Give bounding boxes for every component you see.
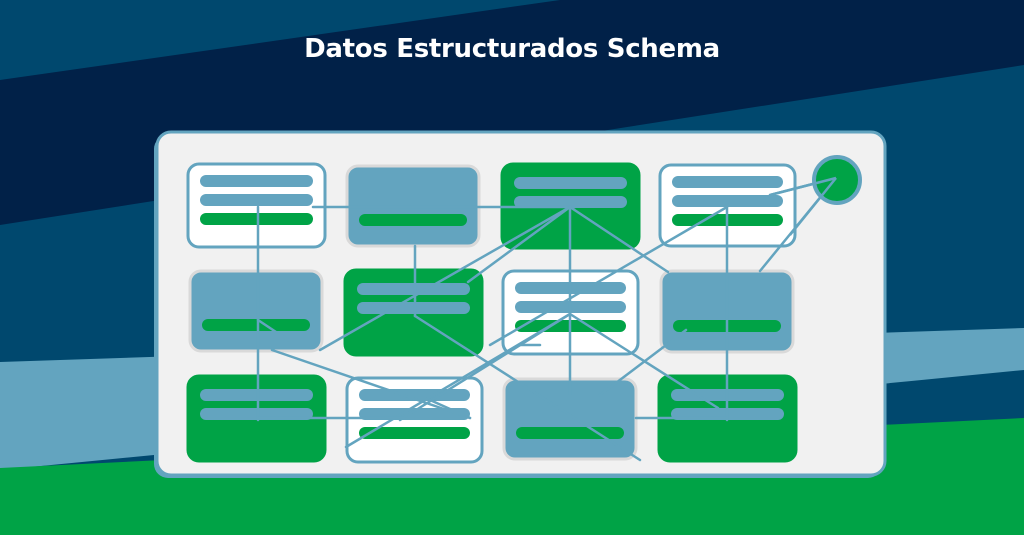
green-field-bar [200, 213, 313, 225]
connector-line [466, 205, 572, 284]
connector-line [769, 176, 837, 197]
connector-line [256, 318, 290, 342]
schema-card-white [186, 162, 327, 249]
blue-field-bar [359, 389, 470, 401]
schema-card-blue [502, 377, 638, 461]
connector-line [428, 398, 472, 420]
blue-field-bar [672, 176, 783, 188]
blue-field-bar [672, 195, 783, 207]
blue-field-bar [514, 177, 627, 189]
blue-field-bar [357, 283, 470, 295]
connector-line [598, 328, 688, 397]
blue-field-bar [200, 194, 313, 206]
connector-line [568, 205, 670, 274]
blue-field-bar [357, 302, 470, 314]
green-field-bar [202, 319, 310, 331]
blue-field-bar [514, 196, 627, 208]
green-field-bar [516, 427, 624, 439]
schema-card-green [186, 374, 327, 463]
page-title: Datos Estructurados Schema [304, 34, 720, 64]
green-field-bar [359, 214, 467, 226]
connector-line [488, 205, 729, 347]
connector-line [413, 314, 642, 462]
green-field-bar [359, 427, 470, 439]
blue-field-bar [200, 175, 313, 187]
connector-line [789, 177, 837, 236]
schema-card-green [343, 268, 484, 357]
connector-lines [256, 176, 838, 462]
schema-card-white [345, 376, 484, 464]
endpoint-node [769, 155, 862, 236]
connector-line [270, 348, 472, 420]
connector-line [318, 205, 572, 352]
connector-line [398, 312, 572, 422]
schema-card-blue [188, 269, 324, 353]
blue-field-bar [200, 389, 313, 401]
